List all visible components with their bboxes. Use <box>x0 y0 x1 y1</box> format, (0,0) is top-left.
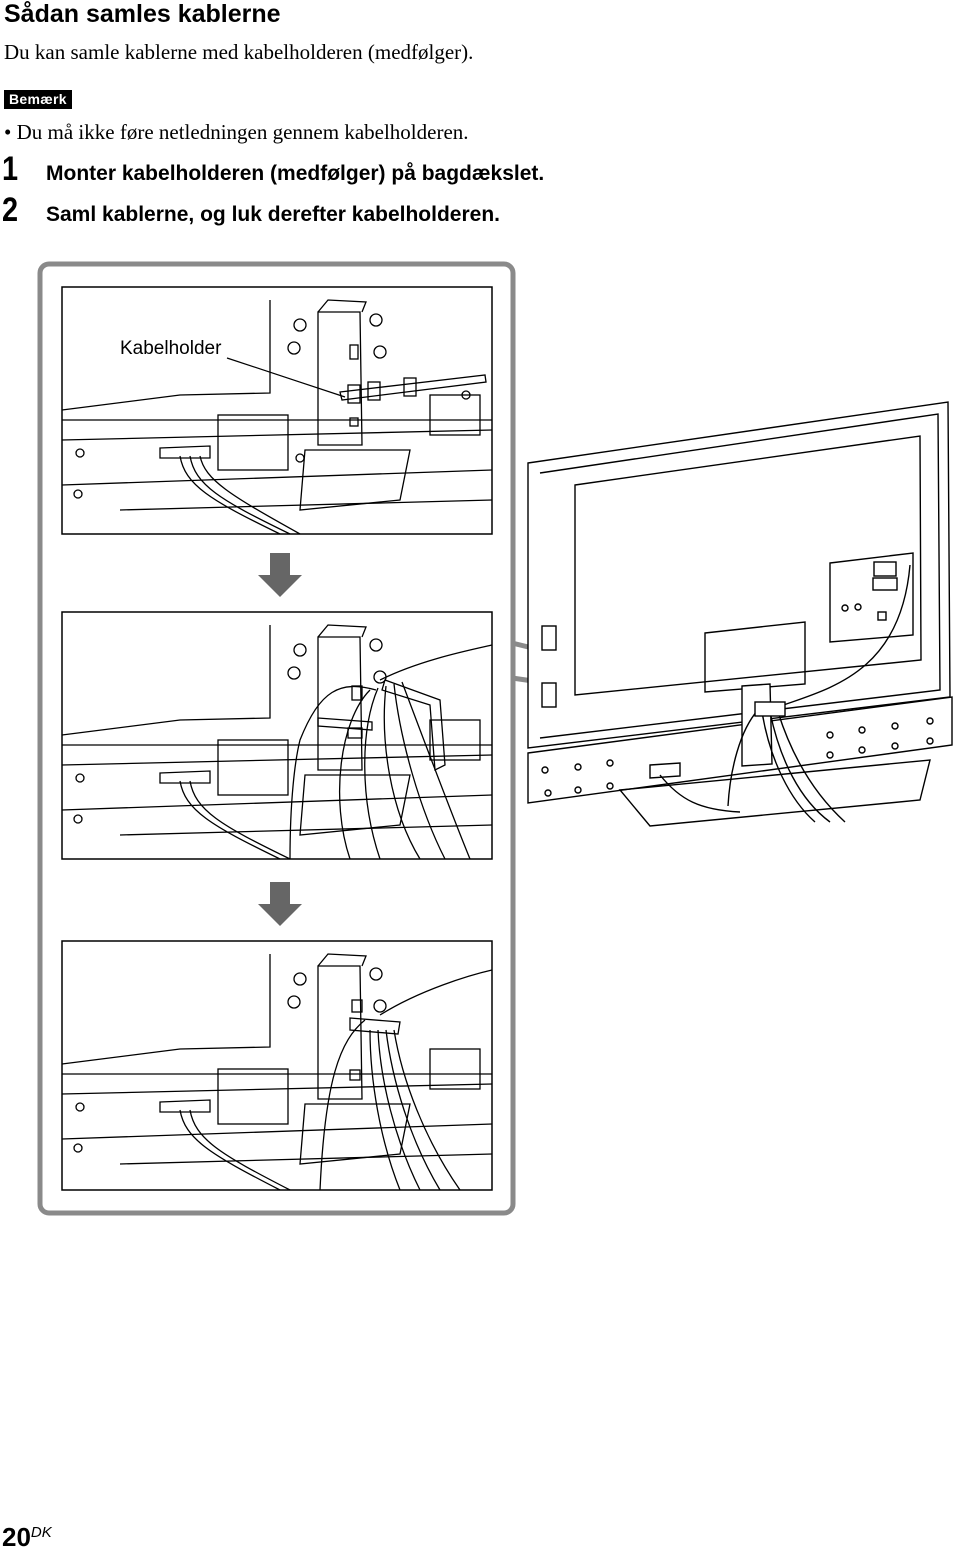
note-badge: Bemærk <box>4 90 72 109</box>
tv-rear-view <box>527 401 953 827</box>
panel-step-2-closed <box>61 940 493 1191</box>
language-code: DK <box>30 1524 52 1541</box>
callout-kabelholder: Kabelholder <box>120 338 222 359</box>
step-number: 2 <box>2 191 19 229</box>
callout-leader-line <box>226 357 346 398</box>
arrow-down-icon <box>258 882 302 926</box>
step-2: 2 Saml kablerne, og luk derefter kabelho… <box>2 191 500 230</box>
step-text: Saml kablerne, og luk derefter kabelhold… <box>46 203 500 226</box>
note-item: • Du må ikke føre netledningen gennem ka… <box>4 120 469 144</box>
step-1: 1 Monter kabelholderen (medfølger) på ba… <box>2 150 544 189</box>
panel-step-2-open <box>61 611 493 860</box>
step-text: Monter kabelholderen (medfølger) på bagd… <box>46 162 545 185</box>
intro-text: Du kan samle kablerne med kabelholderen … <box>4 40 474 64</box>
page-title: Sådan samles kablerne <box>4 0 281 28</box>
step-number: 1 <box>2 150 19 188</box>
panel-step-1: Kabelholder <box>61 286 493 535</box>
page-footer: 20DK <box>2 1522 52 1553</box>
page-number: 20 <box>2 1522 31 1552</box>
arrow-down-icon <box>258 553 302 597</box>
